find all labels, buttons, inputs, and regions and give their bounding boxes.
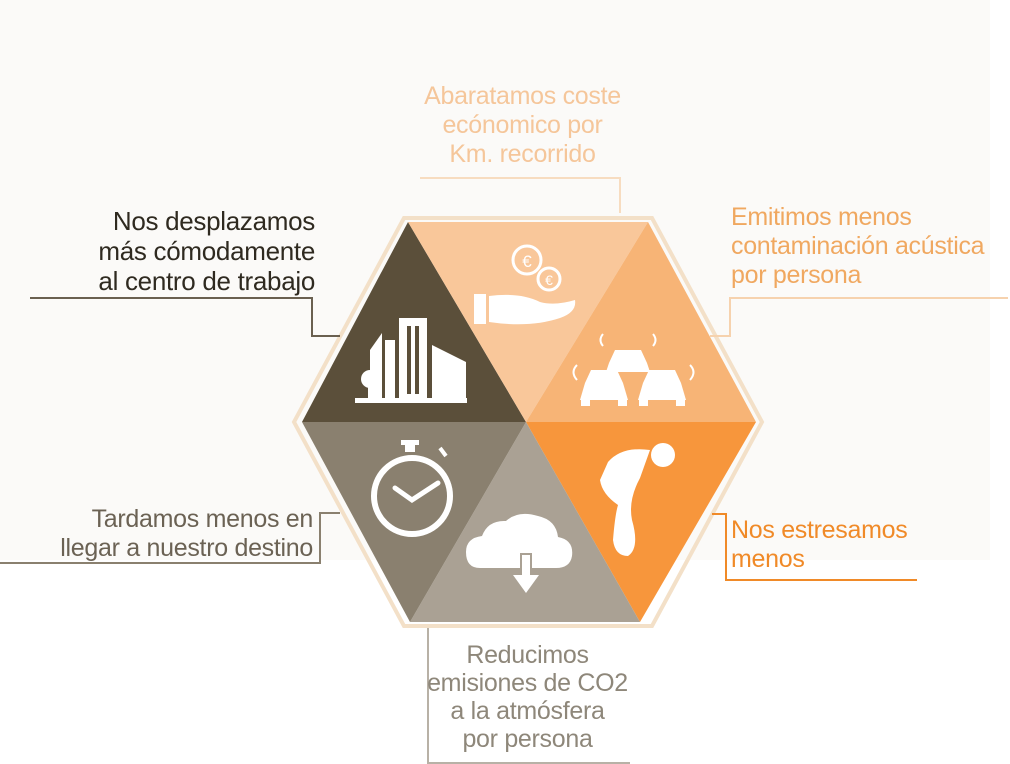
- honking-cars-icon: [572, 333, 695, 406]
- euro-coins-hand-icon: € €: [474, 244, 576, 325]
- stopwatch-icon: [371, 440, 453, 537]
- connector-cost: [420, 177, 621, 213]
- connector-stress: [712, 513, 917, 581]
- benefit-label-cost: Abaratamos coste ecónomico por Km. recor…: [424, 82, 621, 168]
- hexagon-outline: [291, 216, 765, 628]
- benefit-label-stress: Nos estresamos menos: [731, 516, 908, 573]
- stressed-person-icon: [600, 443, 675, 556]
- segment-stress: [526, 422, 756, 622]
- benefit-label-comfort: Nos desplazamos más cómodamente al centr…: [98, 206, 315, 296]
- connector-noise: [710, 297, 1008, 337]
- city-buildings-icon: [355, 318, 467, 403]
- connector-comfort: [30, 297, 340, 337]
- segment-time: [302, 422, 526, 622]
- benefit-label-noise: Emitimos menos contaminación acústica po…: [731, 203, 985, 289]
- benefit-label-time: Tardamos menos en llegar a nuestro desti…: [60, 505, 313, 562]
- cloud-download-icon: [466, 513, 573, 598]
- segment-noise: [526, 222, 756, 422]
- connector-time: [0, 512, 340, 564]
- svg-text:€: €: [545, 272, 553, 288]
- connector-co2: [427, 628, 630, 764]
- benefit-label-co2: Reducimos emisiones de CO2 a la atmósfer…: [427, 641, 628, 753]
- svg-text:€: €: [522, 252, 532, 271]
